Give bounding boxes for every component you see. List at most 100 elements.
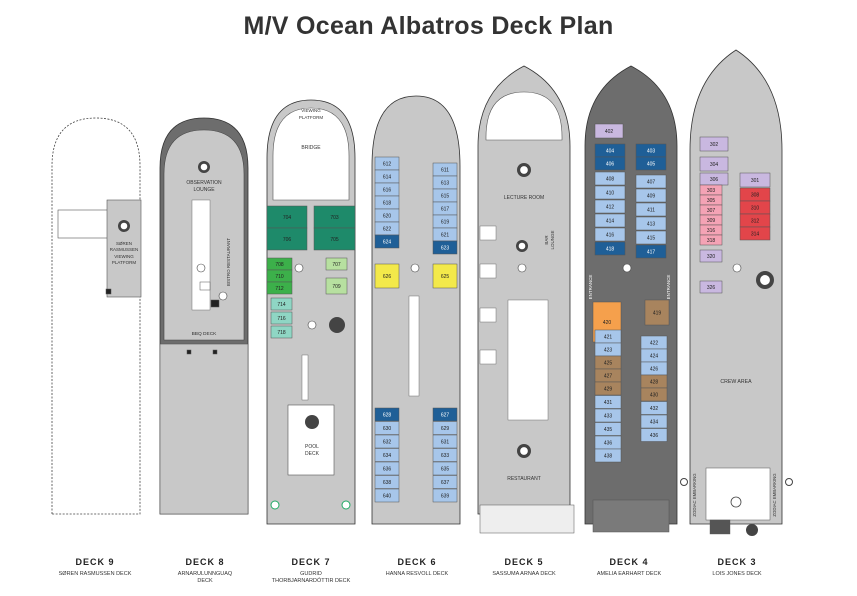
deck-6-name: HANNA RESVOLL DECK: [385, 571, 449, 577]
deck-4-cabin-430: [640, 387, 668, 402]
deck-4-cabin-417-label: 417: [647, 249, 656, 255]
deck-7-walkway: [301, 354, 309, 401]
deck-6-cabin-631-label: 631: [441, 439, 450, 445]
deck-8-service-block: [199, 281, 211, 291]
deck-4-entrance-right-text: ENTRANCE: [666, 275, 671, 300]
deck-6-cabin-620-label: 620: [383, 213, 392, 219]
deck-4-cabin-418-label: 418: [606, 246, 615, 252]
deck-4-cabin-410: [594, 185, 626, 200]
deck-3-cabin-302: [699, 136, 729, 152]
deck-6-corridor: [408, 295, 420, 397]
deck-5-side-room-4: [479, 349, 497, 365]
deck-4-cabin-432-label: 432: [650, 406, 659, 412]
deck-7-cabin-706-label: 706: [283, 237, 292, 243]
deck-4-cabin-417: [635, 244, 667, 259]
deck-4-cabin-409-label: 409: [647, 193, 656, 199]
deck-8-bistro-text: BISTRO RESTAURANT: [226, 238, 231, 286]
deck-7-elevator-icon: [294, 263, 304, 273]
deck-4-cabin-409: [635, 188, 667, 203]
deck-4-cabin-429-label: 429: [604, 386, 613, 392]
deck-6-cabin-638-label: 638: [383, 480, 392, 486]
deck-4-cabin-410-label: 410: [606, 190, 615, 196]
deck-4-cabin-422-label: 422: [650, 340, 659, 346]
deck-4-cabin-415: [635, 230, 667, 245]
deck-6-cabin-627: [432, 407, 458, 422]
deck-6-cabin-635: [432, 461, 458, 476]
deck-8-stair-block: [210, 299, 220, 308]
deck-4-cabin-438: [594, 448, 622, 463]
deck-7-cabin-710-label: 710: [275, 274, 284, 280]
deck-7-cabin-716: [270, 311, 293, 325]
deck-3-cabin-308-label: 308: [751, 192, 760, 198]
deck-9-area-text-1: SØREN: [116, 241, 132, 246]
deck-9-label: DECK 9 SØREN RASMUSSEN DECK: [40, 557, 150, 578]
deck-7-viewing-text-2: PLATFORM: [299, 115, 323, 120]
deck-3-number: DECK 3: [717, 557, 757, 567]
deck-6-cabin-622-label: 622: [383, 226, 392, 232]
deck-5-side-room-1: [479, 225, 497, 241]
deck-5-restaurant-icon-inner: [520, 447, 528, 455]
deck-4-cabin-432: [640, 401, 668, 415]
deck-7-cabin-708-label: 708: [275, 262, 284, 268]
deck-4-cabin-434-label: 434: [650, 419, 659, 425]
deck-4-cabin-408-label: 408: [606, 176, 615, 182]
deck-6-cabin-621-label: 621: [441, 232, 450, 238]
deck-4-cabin-434: [640, 414, 668, 429]
deck-6-cabin-611-label: 611: [441, 167, 449, 173]
deck-4-cabin-431: [594, 395, 622, 409]
deck-6-cabin-615-label: 615: [441, 193, 450, 199]
deck-4-cabin-402-label: 402: [605, 129, 614, 135]
deck-4-stern-machinery: [592, 499, 670, 533]
deck-3-name: LOIS JONES DECK: [712, 571, 762, 577]
deck-7-pool-text-2: DECK: [305, 451, 320, 457]
deck-6-cabin-618-label: 618: [383, 200, 392, 206]
deck-4-entrance-left-text: ENTRANCE: [588, 275, 593, 300]
deck-6-cabin-629-label: 629: [441, 426, 450, 432]
deck-7-cabin-704-label: 704: [283, 215, 292, 221]
deck-6-cabin-627-label: 627: [441, 412, 450, 418]
deck-3-cabin-320: [699, 249, 723, 263]
deck-7-lifebuoy-right-icon: [341, 500, 351, 510]
deck-7-cabin-716-label: 716: [277, 316, 286, 322]
deck-6-cabin-633-label: 633: [441, 453, 450, 459]
deck-4-cabin-413: [635, 216, 667, 231]
deck-8-number: DECK 8: [185, 557, 225, 567]
deck-4-number: DECK 4: [609, 557, 649, 567]
deck-4-cabin-424-label: 424: [650, 353, 659, 359]
deck-6-cabin-632-label: 632: [383, 439, 392, 445]
deck-3-porthole-right-icon: [785, 478, 793, 486]
deck-9-area-text-3: VIEWING: [114, 254, 134, 259]
deck-5-stern-deck: [479, 504, 575, 534]
deck-9-viewing-platform: [106, 199, 142, 298]
deck-5-elevator-icon: [517, 263, 527, 273]
deck-4-cabin-404-label: 404: [606, 148, 615, 154]
deck-4-cabin-414-label: 414: [606, 218, 615, 224]
deck-6-cabin-640: [374, 488, 400, 503]
deck-9-stair-marker: [105, 288, 112, 295]
deck-4-cabin-405: [635, 156, 667, 171]
deck-9-number: DECK 9: [75, 557, 115, 567]
deck-6-cabin-626-label: 626: [383, 274, 392, 280]
deck-8-elevator-icon: [196, 263, 206, 273]
deck-3-zodiac-icon: [746, 524, 758, 536]
deck-6-cabin-636-label: 636: [383, 466, 392, 472]
deck-3-cabin-305-label: 305: [707, 198, 716, 204]
deck-7-cabin-709-label: 709: [332, 284, 341, 290]
deck-8-marker-right: [212, 349, 218, 355]
deck-3-zodiac-left-text: ZODIAC EMBARKING: [692, 473, 697, 517]
deck-6-cabin-617-label: 617: [441, 206, 450, 212]
deck-8-binoculars-icon-inner: [200, 163, 208, 171]
deck-9-walkway: [57, 209, 109, 239]
deck-3-medical-cross-icon-inner: [760, 275, 770, 285]
deck-7-cabin-705: [313, 227, 356, 251]
deck-4-cabin-426-label: 426: [650, 366, 659, 372]
deck-8-name: ARNARULUNNGUAQ: [177, 571, 233, 577]
deck-7-cabin-709: [325, 277, 348, 295]
deck-4-cabin-415-label: 415: [647, 235, 656, 241]
deck-4-cabin-427-label: 427: [604, 373, 613, 379]
deck-7-gym-icon: [307, 320, 317, 330]
deck-4-cabin-405-label: 405: [647, 161, 656, 167]
deck-6-elevator-icon: [410, 263, 420, 273]
deck-6-cabin-633: [432, 448, 458, 462]
